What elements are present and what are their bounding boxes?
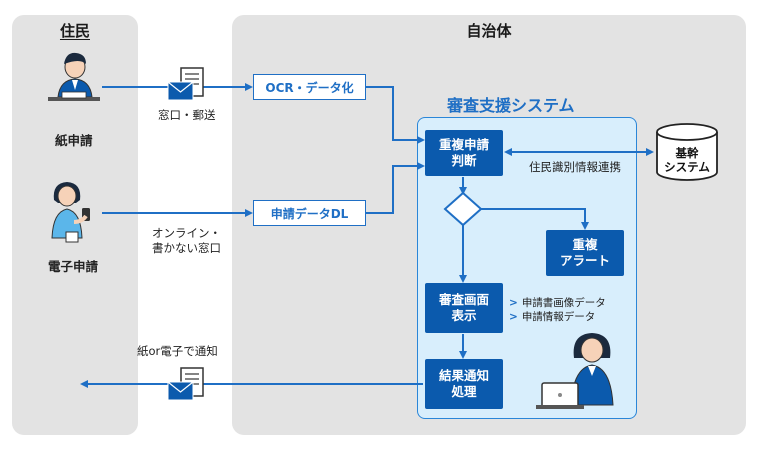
residents-title: 住民: [59, 22, 90, 40]
arrow-download-to-dupcheck: [366, 162, 425, 214]
duplicate-alert-box: 重複 アラート: [546, 230, 624, 276]
review-data-bullets: >申請書画像データ >申請情報データ: [509, 296, 606, 324]
application-download-box: 申請データDL: [253, 200, 366, 226]
paper-applicant-person-icon: [48, 52, 100, 101]
bullet-item: >申請情報データ: [509, 311, 596, 323]
counter-mail-label: 窓口・郵送: [158, 108, 216, 122]
review-display-box: 審査画面 表示: [425, 283, 503, 333]
notify-label: 紙or電子で通知: [137, 344, 218, 358]
arrow-ocr-to-dupcheck: [366, 86, 425, 144]
mail-document-icon: [167, 67, 204, 101]
online-label-line2: 書かない窓口: [152, 241, 221, 255]
bullet-text: 申請情報データ: [521, 311, 596, 323]
notify-document-icon: [167, 367, 204, 401]
core-system-label: 基幹 システム: [664, 146, 710, 174]
core-system-database-icon: [656, 123, 718, 181]
municipality-title: 自治体: [466, 22, 512, 40]
electronic-application-label: 電子申請: [48, 259, 99, 274]
bullet-item: >申請書画像データ: [509, 297, 606, 309]
online-label-line1: オンライン・: [152, 226, 221, 240]
bullet-text: 申請書画像データ: [521, 297, 606, 309]
system-title: 審査支援システム: [447, 96, 575, 115]
ocr-data-box: OCR・データ化: [253, 74, 366, 100]
arrow-diamond-to-alert: [481, 208, 589, 230]
staff-person-laptop-icon: [536, 333, 614, 409]
resident-id-link-label: 住民識別情報連携: [529, 160, 621, 174]
duplicate-check-box: 重複申請 判断: [425, 130, 503, 176]
electronic-applicant-person-icon: [51, 182, 90, 243]
result-notify-box: 結果通知 処理: [425, 359, 503, 409]
paper-application-label: 紙申請: [55, 133, 93, 148]
decision-diamond: [443, 191, 483, 227]
